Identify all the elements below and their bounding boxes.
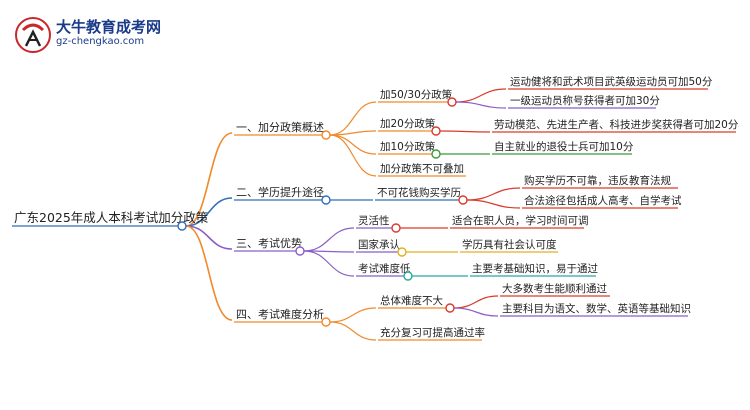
topic-3-3: 考试难度低	[358, 262, 411, 275]
branch-1: 一、加分政策概述	[236, 120, 324, 134]
leaf-1-1-2: 一级运动员称号获得者可加30分	[510, 94, 660, 107]
collapse-toggle[interactable]	[321, 195, 331, 205]
connector-line	[329, 321, 377, 341]
connector-line	[453, 295, 499, 309]
topic-4-2: 充分复习可提高通过率	[380, 326, 485, 339]
topic-3-1: 灵活性	[358, 214, 390, 227]
connector-line	[329, 101, 377, 136]
logo-title: 大牛教育成考网	[56, 18, 162, 36]
collapse-toggle[interactable]	[321, 130, 331, 140]
connector-line	[185, 225, 233, 321]
connector-line	[453, 307, 499, 317]
topic-1-4: 加分政策不可叠加	[380, 162, 464, 175]
branch-2: 二、学历提升途径	[236, 185, 324, 199]
connector-line	[185, 225, 233, 250]
leaf-4-1-2: 主要科目为语文、数学、英语等基础知识	[502, 302, 691, 315]
leaf-1-2-1: 劳动模范、先进生产者、科技进步奖获得者可加20分	[494, 118, 739, 131]
collapse-toggle[interactable]	[447, 97, 457, 107]
collapse-toggle[interactable]	[403, 271, 413, 281]
connector-line	[303, 250, 355, 277]
collapse-toggle[interactable]	[391, 223, 401, 233]
site-logo[interactable]: 大牛教育成考网 gz-chengkao.com	[14, 16, 164, 54]
mindmap-nodes: 广东2025年成人本科考试加分政策 一、加分政策概述 加50/30分政策 运动健将和武…	[14, 75, 739, 339]
leaf-2-1-2: 合法途径包括成人高考、自学考试	[524, 194, 682, 207]
branch-4: 四、考试难度分析	[236, 307, 324, 321]
leaf-3-1-1: 适合在职人员，学习时间可调	[452, 214, 589, 227]
branch-3: 三、考试优势	[236, 237, 302, 250]
connector-line	[185, 132, 233, 227]
connector-line	[455, 101, 507, 109]
leaf-2-1-1: 购买学历不可靠，违反教育法规	[524, 174, 671, 187]
connector-line	[466, 187, 521, 201]
collapse-toggle[interactable]	[445, 303, 455, 313]
collapse-toggle[interactable]	[177, 221, 187, 231]
leaf-3-3-1: 主要考基础知识，易于通过	[472, 262, 598, 275]
leaf-3-2-1: 学历具有社会认可度	[462, 238, 557, 251]
leaf-1-1-1: 运动健将和武术项目武英级运动员可加50分	[510, 75, 713, 88]
topic-3-2: 国家承认	[358, 238, 400, 251]
root-topic: 广东2025年成人本科考试加分政策	[14, 210, 209, 225]
collapse-toggle[interactable]	[397, 247, 407, 257]
connector-line	[455, 88, 507, 103]
mindmap-edges	[12, 88, 736, 341]
connector-line	[466, 199, 521, 209]
connector-line	[303, 227, 355, 252]
connector-line	[329, 134, 377, 177]
topic-1-2: 加20分政策	[380, 117, 436, 130]
connector-line	[439, 130, 491, 133]
connector-line	[185, 197, 233, 227]
logo-url: gz-chengkao.com	[56, 36, 145, 47]
leaf-4-1-1: 大多数考生能顺利通过	[502, 282, 607, 295]
topic-1-3: 加10分政策	[380, 140, 436, 153]
leaf-1-3-1: 自主就业的退役士兵可加10分	[494, 140, 634, 153]
topic-2-1: 不可花钱购买学历	[377, 186, 461, 199]
connector-line	[329, 134, 377, 155]
collapse-toggle[interactable]	[321, 317, 331, 327]
connector-line	[329, 130, 377, 136]
collapse-toggle[interactable]	[431, 149, 441, 159]
topic-4-1: 总体难度不大	[380, 294, 443, 307]
collapse-toggle[interactable]	[431, 126, 441, 136]
collapse-toggle[interactable]	[458, 195, 468, 205]
bull-logo-icon	[15, 17, 51, 53]
connector-line	[329, 307, 377, 323]
topic-1-1: 加50/30分政策	[380, 88, 453, 101]
collapse-toggle[interactable]	[295, 246, 305, 256]
